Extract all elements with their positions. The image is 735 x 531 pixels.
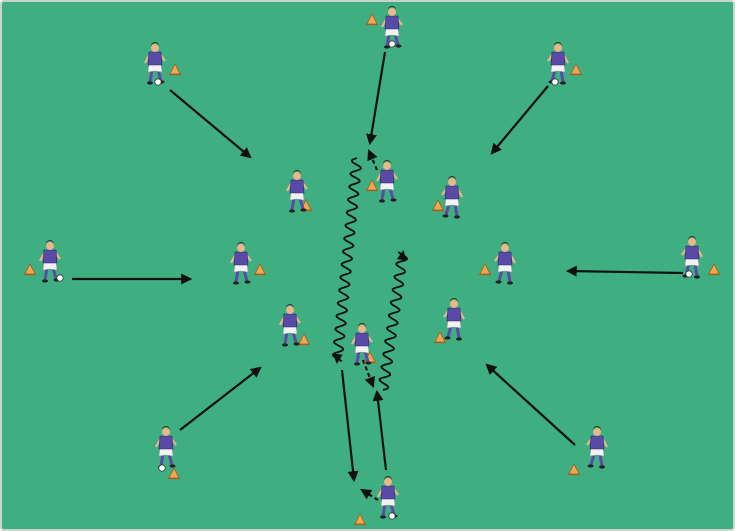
player-icon: [286, 170, 308, 213]
player-icon: [351, 323, 373, 366]
ball-pass-arrow-icon: [367, 148, 379, 171]
ball-icon: [158, 464, 166, 472]
player-icon: [586, 426, 608, 469]
player-icon: [230, 242, 252, 285]
player-icon: [279, 304, 301, 347]
ball-pass-arrow-icon: [361, 359, 375, 389]
dribble-path-icon: [378, 251, 408, 391]
player-icon: [547, 42, 569, 86]
dribble-paths: [331, 157, 408, 391]
ball-icon: [551, 78, 559, 86]
cone-icon: [434, 331, 446, 344]
dribble-path-icon: [331, 157, 362, 363]
cone-icon: [168, 467, 180, 480]
dribble-arrowhead-icon: [332, 353, 343, 364]
ball-pass-arrow-icon: [360, 488, 379, 501]
pass-arrow-icon: [179, 366, 262, 431]
cone-icon: [366, 179, 378, 192]
pass-arrow-icon: [340, 369, 359, 483]
player-icon: [377, 476, 399, 520]
cone-icon: [568, 463, 580, 476]
cone-icon: [708, 263, 720, 276]
player-icon: [39, 240, 64, 283]
ball-icon: [56, 274, 64, 282]
player-icon: [443, 298, 465, 341]
cone-icon: [479, 263, 491, 276]
cone-icon: [298, 333, 310, 346]
cone-icon: [254, 263, 266, 276]
player-icon: [381, 6, 403, 49]
players: [39, 6, 703, 520]
pass-arrow-icon: [565, 265, 684, 277]
player-icon: [441, 176, 463, 219]
ball-icon: [388, 40, 396, 48]
ball-icon: [388, 512, 396, 520]
pass-arrow-icon: [372, 389, 388, 471]
cone-icon: [24, 263, 36, 276]
dribble-arrowhead-icon: [396, 250, 407, 261]
cone-icon: [354, 513, 366, 526]
player-icon: [494, 242, 516, 285]
player-icon: [155, 426, 177, 472]
cone-icon: [570, 63, 582, 76]
cone-icon: [432, 199, 444, 212]
pass-arrow-icon: [485, 363, 576, 446]
player-icon: [681, 236, 703, 279]
ball-icon: [685, 270, 693, 278]
ball-icon: [154, 78, 162, 86]
pass-arrow-icon: [490, 85, 549, 155]
pass-arrow-icon: [366, 51, 387, 146]
cones: [24, 13, 720, 526]
pass-arrows: [72, 51, 684, 501]
player-icon: [376, 160, 398, 203]
player-icon: [144, 42, 166, 86]
cone-icon: [169, 63, 181, 76]
cone-icon: [366, 13, 378, 26]
pass-arrow-icon: [169, 89, 252, 159]
